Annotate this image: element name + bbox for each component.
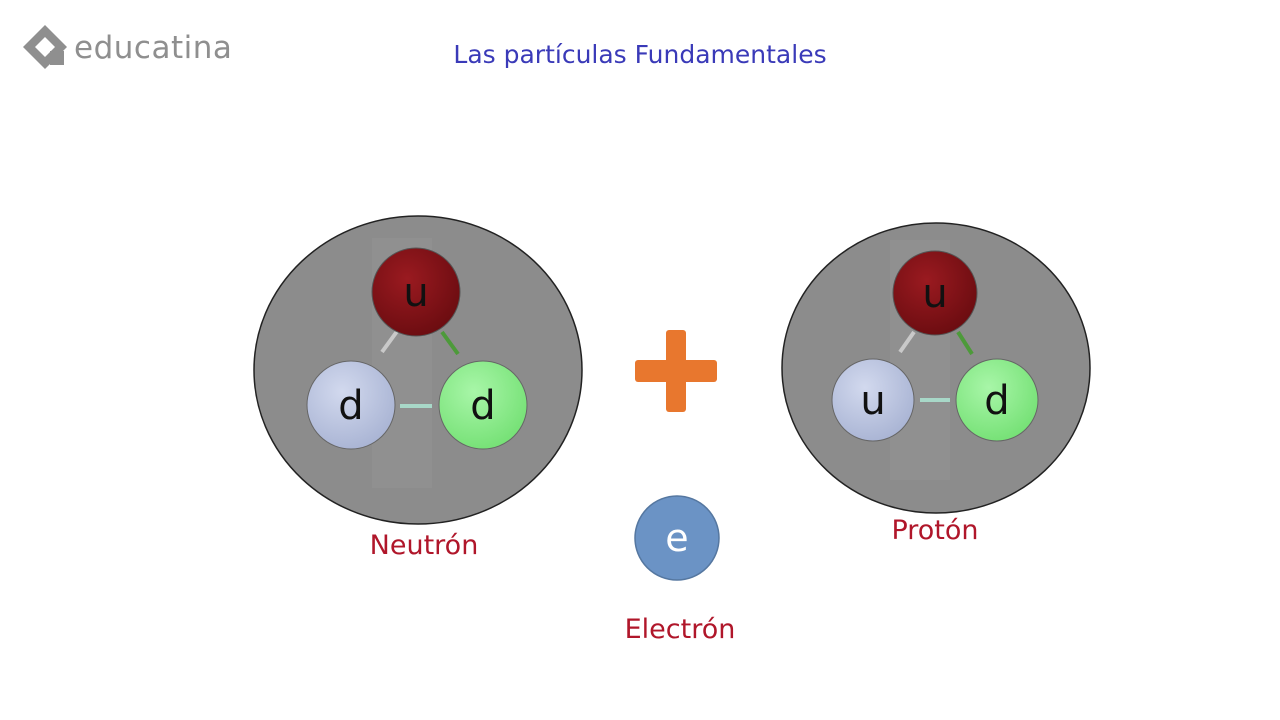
neutron-quark-u-label: u (403, 270, 428, 316)
neutron-group: u d d (253, 215, 583, 525)
plus-icon (635, 330, 717, 412)
proton-body (781, 222, 1091, 514)
gluon-arrow (956, 330, 974, 356)
electron-symbol: e (665, 516, 688, 560)
proton-group: u u d (781, 222, 1091, 514)
electron-label: Electrón (624, 614, 736, 645)
neutron-quark-u (371, 247, 461, 337)
electron-particle (634, 495, 720, 581)
proton-quark-d-label: d (984, 378, 1009, 424)
gluon-arrow (440, 330, 460, 356)
proton-quark-u1 (892, 250, 978, 336)
gluon-arrow (898, 330, 916, 354)
neutron-quark-d2-label: d (470, 383, 495, 429)
electron-group: e (634, 495, 720, 581)
gluon-arrow (380, 328, 400, 354)
proton-quark-u2-label: u (860, 378, 885, 424)
neutron-label: Neutrón (369, 530, 479, 561)
proton-label: Protón (891, 515, 979, 546)
page-title: Las partículas Fundamentales (453, 40, 827, 69)
proton-quark-d (955, 358, 1039, 442)
educatina-logo[interactable]: educatina (20, 24, 232, 72)
logo-text: educatina (74, 30, 233, 66)
neutron-quark-d2 (438, 360, 528, 450)
proton-quark-u2 (831, 358, 915, 442)
neutron-quark-d1-label: d (338, 383, 363, 429)
neutron-body (253, 215, 583, 525)
neutron-quark-d1 (306, 360, 396, 450)
logo-diamond-icon (23, 25, 67, 69)
proton-quark-u1-label: u (922, 271, 947, 317)
